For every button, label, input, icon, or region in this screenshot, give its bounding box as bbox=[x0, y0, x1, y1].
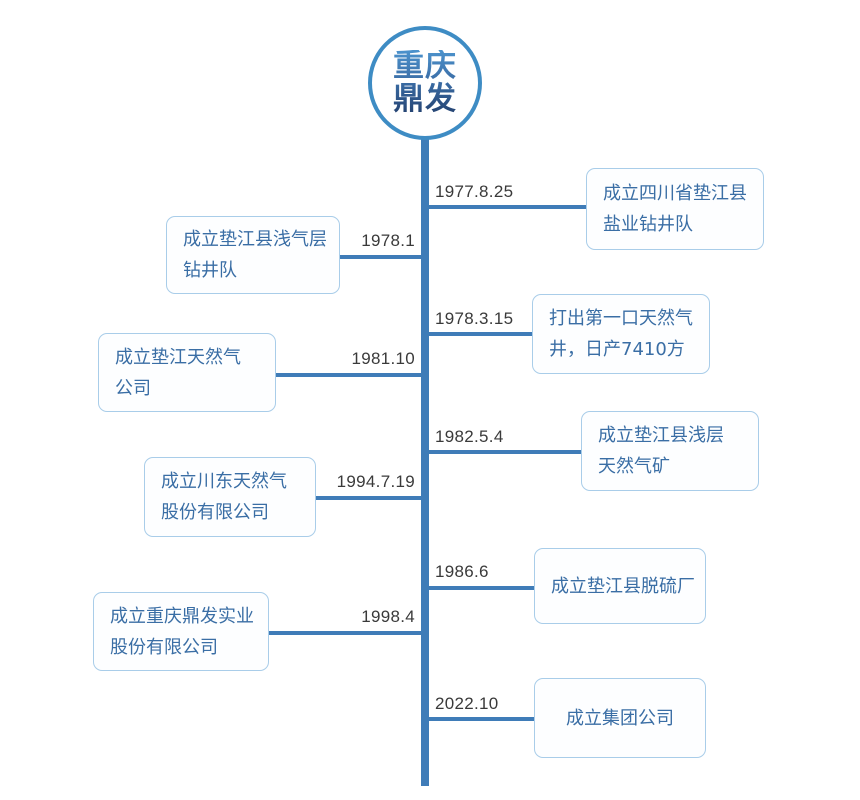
date-label-1982-5-4: 1982.5.4 bbox=[435, 427, 504, 446]
date-label-1978-1: 1978.1 bbox=[361, 231, 415, 250]
event-box-2022-10[interactable]: 成立集团公司 bbox=[534, 678, 706, 758]
date-label-1998-4: 1998.4 bbox=[361, 607, 415, 626]
connector-1986-6 bbox=[427, 586, 536, 590]
connector-1998-4 bbox=[266, 631, 425, 635]
event-box-1978-3-15[interactable]: 打出第一口天然气 井，日产7410方 bbox=[532, 294, 710, 374]
event-box-1977-8-25[interactable]: 成立四川省垫江县 盐业钻井队 bbox=[586, 168, 764, 250]
event-text-line: 钻井队 bbox=[183, 260, 237, 281]
event-text-line: 盐业钻井队 bbox=[603, 214, 693, 235]
event-box-1981-10[interactable]: 成立垫江天然气 公司 bbox=[98, 333, 276, 412]
company-logo-node: 重庆鼎发 bbox=[368, 26, 482, 140]
event-text-line: 成立垫江县脱硫厂 bbox=[551, 575, 695, 597]
event-text-line: 天然气矿 bbox=[598, 456, 670, 477]
connector-1994-7-19 bbox=[313, 496, 425, 500]
date-label-1986-6: 1986.6 bbox=[435, 562, 489, 581]
date-label-1977-8-25: 1977.8.25 bbox=[435, 182, 514, 201]
company-logo-label: 重庆鼎发 bbox=[388, 50, 462, 116]
date-label-1978-3-15: 1978.3.15 bbox=[435, 309, 514, 328]
event-text-line: 成立重庆鼎发实业 bbox=[110, 605, 254, 627]
connector-1978-3-15 bbox=[427, 332, 534, 336]
event-text-line: 成立垫江县浅气层 bbox=[183, 229, 327, 250]
timeline-spine bbox=[421, 118, 429, 786]
connector-1978-1 bbox=[338, 255, 425, 259]
connector-1977-8-25 bbox=[427, 205, 588, 209]
date-label-1994-7-19: 1994.7.19 bbox=[336, 472, 415, 491]
event-text-line: 井，日产7410方 bbox=[549, 339, 685, 360]
date-label-1981-10: 1981.10 bbox=[351, 349, 415, 368]
event-box-1986-6[interactable]: 成立垫江县脱硫厂 bbox=[534, 548, 706, 624]
event-box-1982-5-4[interactable]: 成立垫江县浅层 天然气矿 bbox=[581, 411, 759, 491]
event-text-line: 公司 bbox=[115, 377, 151, 399]
event-text-line: 成立四川省垫江县 bbox=[603, 183, 747, 204]
event-text-line: 成立川东天然气 bbox=[161, 471, 287, 492]
event-box-1998-4[interactable]: 成立重庆鼎发实业 股份有限公司 bbox=[93, 592, 269, 671]
event-text-line: 成立集团公司 bbox=[566, 707, 674, 729]
event-text-line: 成立垫江天然气 bbox=[115, 346, 241, 368]
connector-1982-5-4 bbox=[427, 450, 583, 454]
event-text-line: 成立垫江县浅层 bbox=[598, 425, 724, 446]
event-text-line: 打出第一口天然气 bbox=[549, 308, 693, 329]
event-box-1994-7-19[interactable]: 成立川东天然气 股份有限公司 bbox=[144, 457, 316, 537]
connector-2022-10 bbox=[427, 717, 536, 721]
date-label-2022-10: 2022.10 bbox=[435, 694, 499, 713]
event-text-line: 股份有限公司 bbox=[161, 502, 269, 523]
event-text-line: 股份有限公司 bbox=[110, 636, 218, 658]
event-box-1978-1[interactable]: 成立垫江县浅气层 钻井队 bbox=[166, 216, 340, 294]
connector-1981-10 bbox=[274, 373, 425, 377]
